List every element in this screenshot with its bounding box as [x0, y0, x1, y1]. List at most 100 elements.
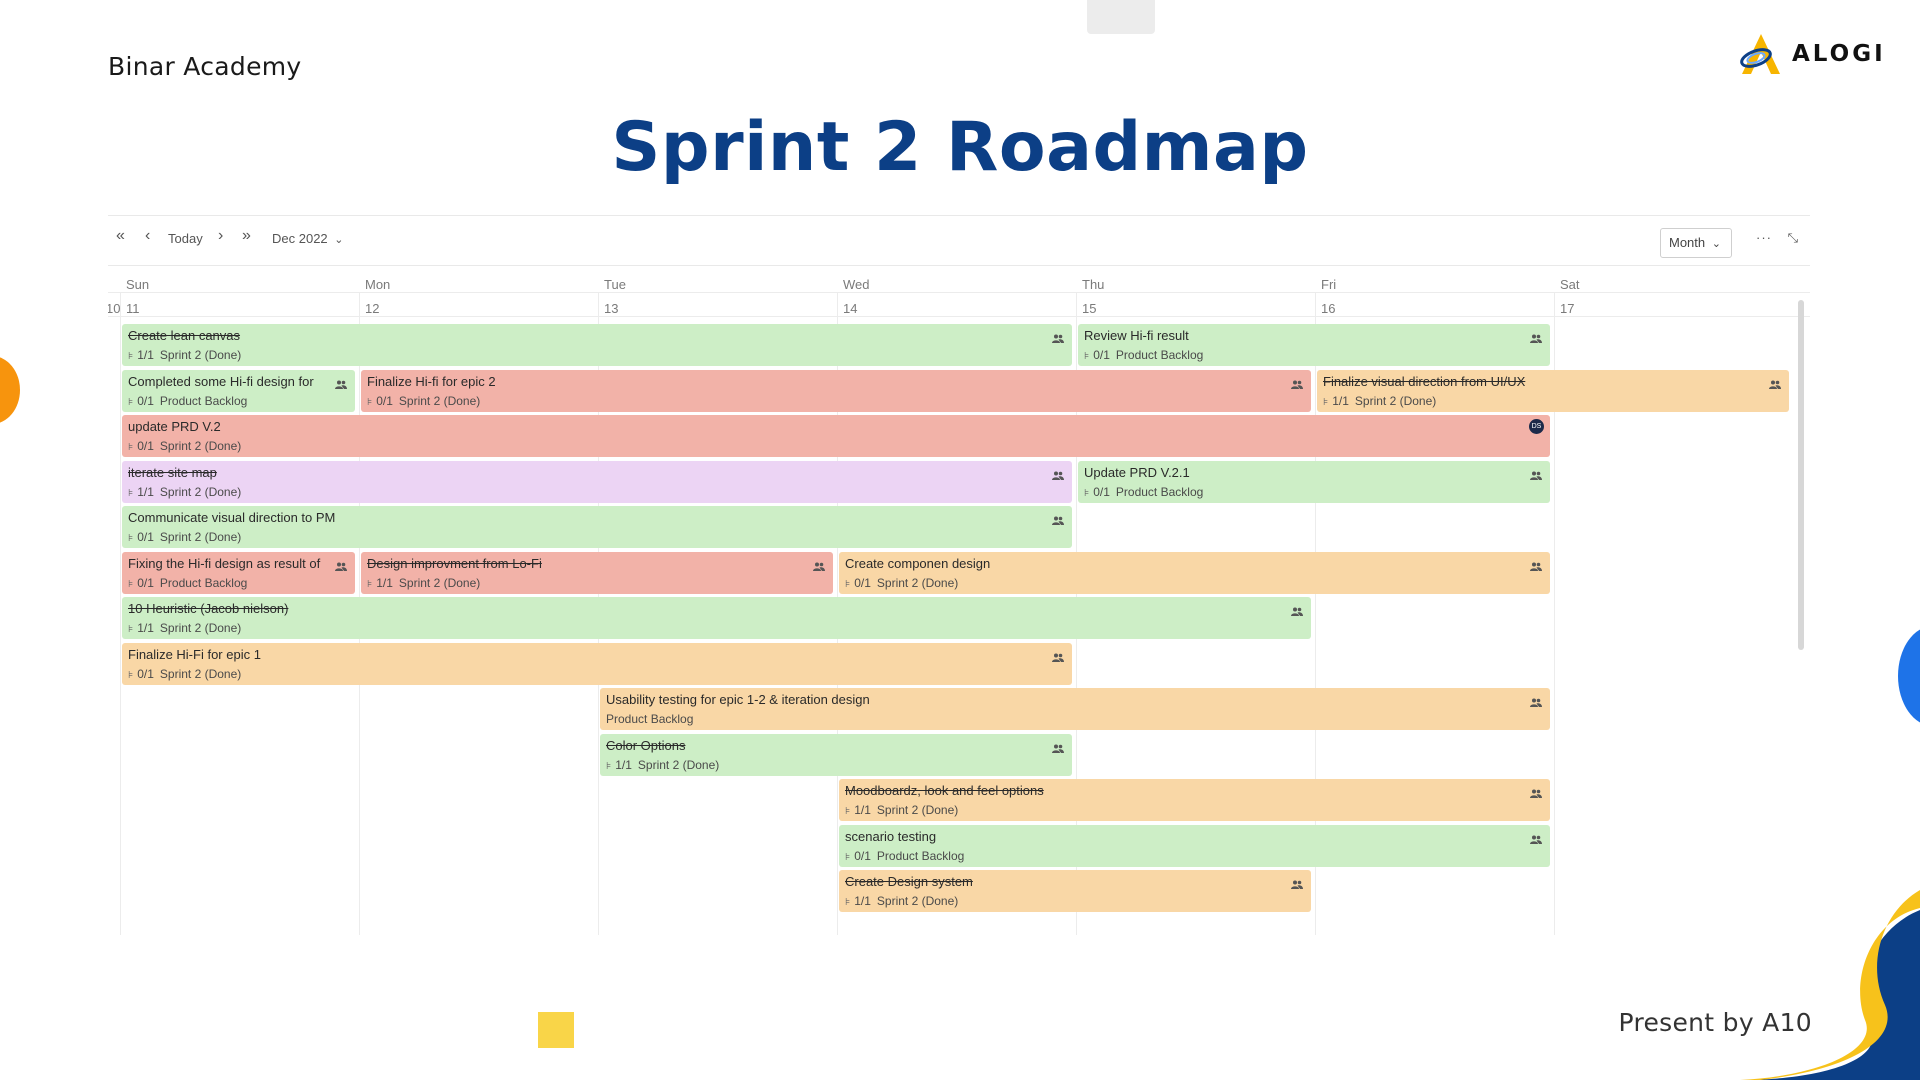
date-divider — [108, 316, 1810, 317]
subtask-icon: ⊧ — [845, 851, 851, 863]
day-number: 12 — [365, 301, 380, 316]
subtask-icon: ⊧ — [367, 578, 373, 590]
event-status: Sprint 2 (Done) — [159, 439, 242, 453]
day-name: Mon — [365, 277, 391, 292]
day-name: Tue — [604, 277, 626, 292]
users-icon[interactable] — [1052, 649, 1064, 667]
collapse-icon[interactable]: ⤡ — [1787, 230, 1798, 245]
event-status: Sprint 2 (Done) — [1354, 393, 1437, 408]
day-number: 17 — [1560, 301, 1575, 316]
calendar-event[interactable]: Usability testing for epic 1-2 & iterati… — [600, 688, 1550, 730]
today-button[interactable]: Today — [168, 231, 203, 246]
subtask-count: 0/1 — [1093, 484, 1110, 499]
day-number: 14 — [843, 301, 858, 316]
event-status: Product Backlog — [159, 575, 248, 590]
users-icon[interactable] — [1052, 467, 1064, 485]
subtask-icon: ⊧ — [606, 760, 612, 772]
subtask-count: 0/1 — [854, 848, 871, 863]
event-status: Sprint 2 (Done) — [398, 393, 481, 408]
event-status: Sprint 2 (Done) — [159, 666, 242, 681]
subtask-icon: ⊧ — [128, 669, 134, 681]
event-title: Finalize visual direction from UI/UX — [1323, 373, 1526, 389]
calendar: « ‹ Today › » Dec 2022 ⌄ Month ⌄ ··· ⤡ 1… — [108, 215, 1810, 935]
users-icon[interactable] — [335, 376, 347, 394]
next-icon[interactable]: › — [218, 227, 224, 244]
subtask-icon: ⊧ — [128, 396, 134, 408]
users-icon[interactable] — [1052, 512, 1064, 530]
subtask-count: 0/1 — [137, 439, 154, 453]
wave-decoration — [1740, 890, 1920, 1080]
users-icon[interactable] — [1291, 876, 1303, 894]
users-icon[interactable] — [1291, 376, 1303, 394]
users-icon[interactable] — [1530, 785, 1542, 803]
subtask-count: 1/1 — [615, 757, 632, 772]
subtask-count: 0/1 — [854, 575, 871, 590]
avatar[interactable]: DS — [1529, 419, 1544, 434]
first-page-icon[interactable]: « — [116, 227, 125, 244]
subtask-count: 1/1 — [854, 803, 871, 817]
yellow-square-decoration — [538, 1012, 574, 1048]
event-title: Create lean canvas — [128, 328, 241, 343]
users-icon[interactable] — [1769, 376, 1781, 394]
top-tab — [1087, 0, 1155, 34]
last-page-icon[interactable]: » — [242, 227, 251, 244]
previous-date-fragment: 10 — [108, 301, 121, 316]
calendar-event[interactable]: Fixing the Hi-fi design as result of⊧0/1… — [122, 551, 355, 594]
users-icon[interactable] — [813, 558, 825, 576]
event-status: Product Backlog — [606, 712, 694, 726]
event-status: Sprint 2 (Done) — [876, 894, 959, 908]
users-icon[interactable] — [335, 558, 347, 576]
users-icon[interactable] — [1530, 831, 1542, 849]
subtask-count: 1/1 — [137, 621, 154, 635]
month-picker[interactable]: Dec 2022 ⌄ — [272, 231, 344, 246]
event-meta: Product Backlog — [606, 711, 1544, 727]
users-icon[interactable] — [1052, 740, 1064, 758]
users-icon[interactable] — [1052, 330, 1064, 348]
more-options-icon[interactable]: ··· — [1756, 230, 1772, 245]
day-column-divider — [120, 292, 121, 935]
subtask-icon: ⊧ — [128, 578, 134, 590]
brand-name: Binar Academy — [108, 52, 302, 81]
users-icon[interactable] — [1530, 330, 1542, 348]
event-title: Color Options — [606, 737, 686, 753]
users-icon[interactable] — [1530, 694, 1542, 712]
view-select[interactable]: Month ⌄ — [1660, 228, 1732, 258]
day-column-divider — [1315, 292, 1316, 935]
day-number: 16 — [1321, 301, 1336, 316]
event-title: Review Hi-fi result — [1084, 328, 1189, 343]
users-icon[interactable] — [1530, 558, 1542, 576]
users-icon[interactable] — [1291, 603, 1303, 621]
calendar-event[interactable]: Finalize visual direction from UI/UX ⊧1/1… — [1317, 369, 1789, 412]
chevron-down-icon: ⌄ — [334, 234, 344, 246]
vertical-scrollbar[interactable] — [1798, 300, 1804, 650]
prev-icon[interactable]: ‹ — [145, 227, 151, 244]
subtask-icon: ⊧ — [845, 578, 851, 590]
event-status: Sprint 2 (Done) — [398, 575, 481, 590]
subtask-count: 1/1 — [137, 484, 154, 499]
users-icon[interactable] — [1530, 467, 1542, 485]
